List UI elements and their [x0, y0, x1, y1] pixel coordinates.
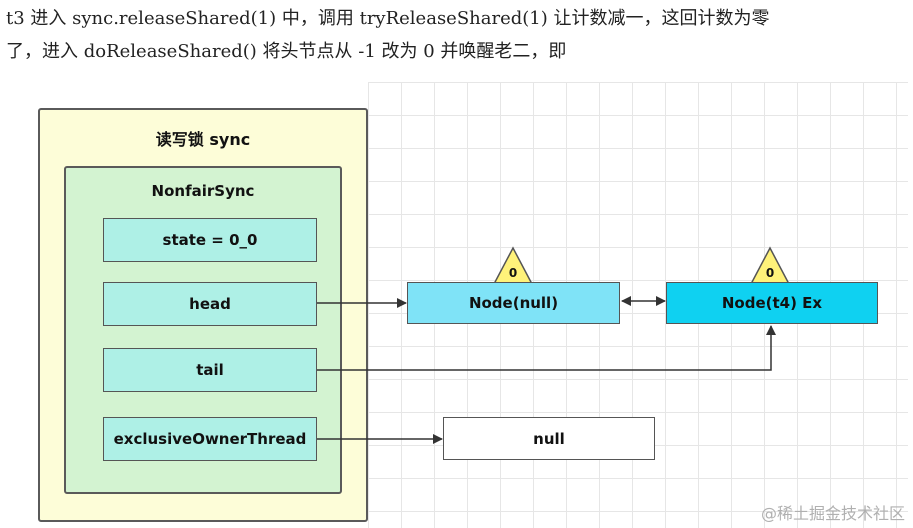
tail-arrow: [317, 325, 776, 371]
head-node-wait-status: 0: [508, 266, 518, 280]
node-head-label: Node(null): [468, 294, 559, 312]
watermark: @稀土掘金技术社区: [760, 504, 905, 523]
nonfair-sync-label: NonfairSync: [151, 182, 255, 200]
sync-container-label: 读写锁 sync: [155, 130, 251, 149]
head-field: head: [103, 282, 317, 326]
description-line-2: 了，进入 doReleaseShared() 将头节点从 -1 改为 0 并唤醒…: [6, 41, 567, 62]
tail-field: tail: [103, 348, 317, 392]
node-t4-label: Node(t4) Ex: [721, 294, 823, 312]
description-text: t3 进入 sync.releaseShared(1) 中，调用 tryRele…: [6, 2, 910, 68]
owner-null-label: null: [533, 429, 565, 448]
node-head: Node(null): [407, 282, 620, 324]
node-t4: Node(t4) Ex: [666, 282, 878, 324]
description-line-1: t3 进入 sync.releaseShared(1) 中，调用 tryRele…: [6, 8, 770, 29]
exclusive-owner-field: exclusiveOwnerThread: [103, 417, 317, 461]
state-field-label: state = 0_0: [162, 231, 258, 249]
exclusive-owner-field-label: exclusiveOwnerThread: [113, 430, 307, 448]
head-field-label: head: [189, 295, 231, 313]
owner-null-box: null: [443, 417, 655, 460]
state-field: state = 0_0: [103, 218, 317, 262]
t4-node-wait-status: 0: [765, 266, 775, 280]
tail-field-label: tail: [196, 361, 224, 379]
